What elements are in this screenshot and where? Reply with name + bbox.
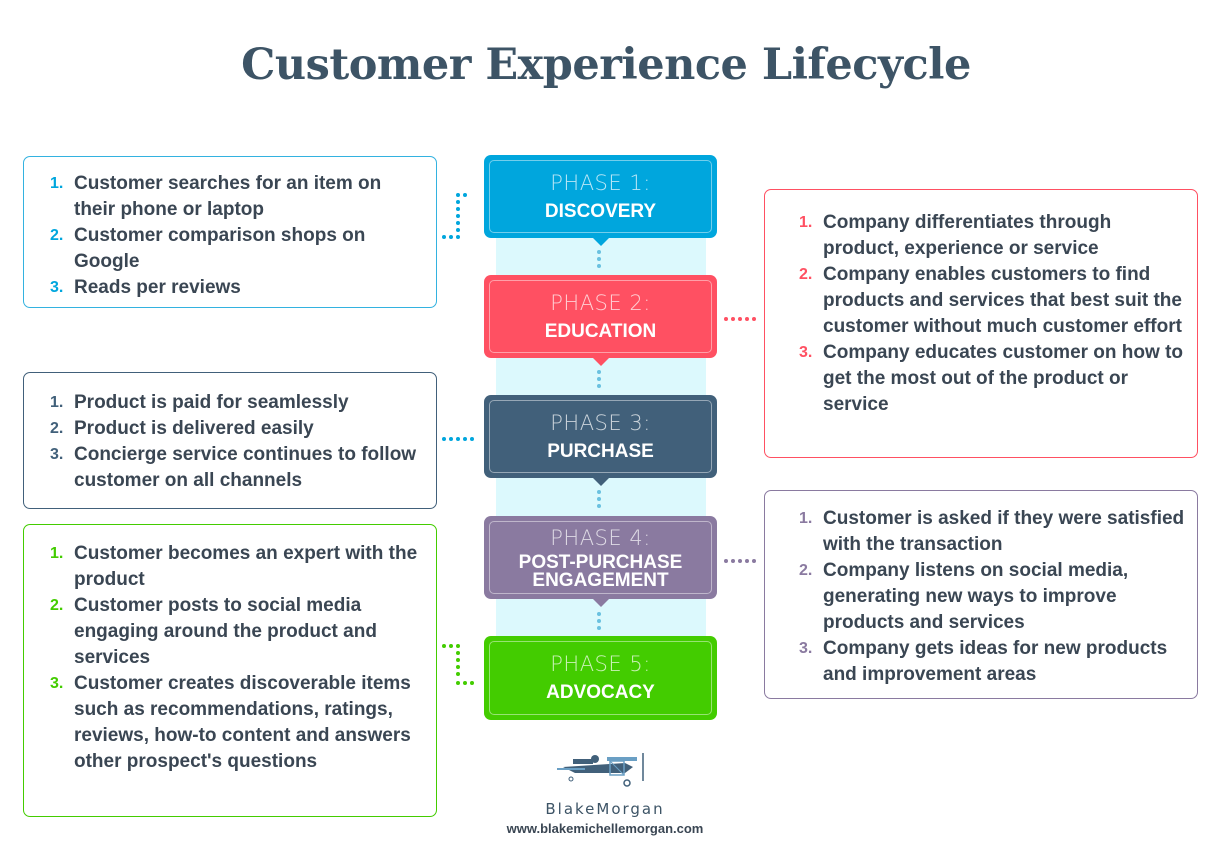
list-item: 2.Customer comparison shops on Google: [50, 225, 366, 272]
phase-name: PURCHASE: [547, 441, 654, 462]
brand-name: BlakeMorgan: [545, 800, 665, 818]
phase-number: PHASE 3:: [550, 411, 651, 435]
list-item: 1.Customer searches for an item on their…: [50, 173, 382, 220]
connector-dots: [597, 490, 601, 511]
phase-name-line2: ENGAGEMENT: [532, 570, 669, 591]
connector-dots: [597, 250, 601, 271]
list-item: 3.Concierge service continues to follow …: [50, 444, 417, 491]
list-item: 3.Company educates customer on how to ge…: [799, 342, 1183, 415]
phase-pointer: [591, 237, 610, 246]
list-item: 1.Product is paid for seamlessly: [50, 392, 349, 413]
connector-advocacy: [442, 644, 474, 685]
brand-logo: BlakeMorgan www.blakemichellemorgan.com: [500, 745, 710, 836]
biplane-icon: [557, 753, 644, 787]
phase-number: PHASE 1:: [550, 171, 651, 195]
connector-education: [724, 317, 756, 321]
card-post-purchase: 1.Customer is asked if they were satisfi…: [764, 490, 1198, 699]
phase-advocacy: PHASE 5: ADVOCACY: [484, 636, 717, 720]
list-item: 2.Customer posts to social media engagin…: [50, 595, 377, 668]
list-item: 3.Reads per reviews: [50, 277, 241, 298]
card-discovery: 1.Customer searches for an item on their…: [23, 156, 437, 308]
list-item: 2.Company enables customers to find prod…: [799, 264, 1182, 337]
connector-dots: [597, 370, 601, 391]
list-item: 3.Customer creates discoverable items su…: [50, 673, 411, 772]
phase-number: PHASE 2:: [550, 291, 651, 315]
list-item: 1.Customer becomes an expert with the pr…: [50, 543, 418, 590]
phase-number: PHASE 4:: [550, 526, 651, 550]
list-item: 1.Company differentiates through product…: [799, 212, 1112, 259]
connector-post-purchase: [724, 559, 756, 563]
phase-name-line1: POST-PURCHASE: [518, 552, 683, 573]
phase-purchase: PHASE 3: PURCHASE: [484, 395, 717, 486]
brand-url: www.blakemichellemorgan.com: [506, 821, 704, 836]
card-advocacy: 1.Customer becomes an expert with the pr…: [23, 524, 437, 817]
phase-post-purchase: PHASE 4: POST-PURCHASE ENGAGEMENT: [484, 516, 717, 607]
card-purchase: 1.Product is paid for seamlessly 2.Produ…: [23, 372, 437, 509]
connector-purchase: [442, 437, 474, 441]
phase-name: ADVOCACY: [546, 682, 655, 703]
list-item: 1.Customer is asked if they were satisfi…: [799, 508, 1185, 555]
phase-discovery: PHASE 1: DISCOVERY: [484, 155, 717, 246]
phase-name: DISCOVERY: [544, 201, 657, 222]
connector-dots: [597, 612, 601, 633]
phase-pointer: [591, 357, 610, 366]
phase-pointer: [591, 598, 610, 607]
list-item: 2.Product is delivered easily: [50, 418, 314, 439]
list-item: 2.Company listens on social media, gener…: [799, 560, 1129, 633]
card-education: 1.Company differentiates through product…: [764, 189, 1198, 458]
connector-discovery: [442, 193, 467, 239]
phase-pointer: [591, 477, 610, 486]
phase-education: PHASE 2: EDUCATION: [484, 275, 717, 366]
phase-number: PHASE 5:: [550, 652, 651, 676]
phase-name: EDUCATION: [544, 321, 657, 342]
page-title: Customer Experience Lifecycle: [241, 40, 971, 90]
list-item: 3.Company gets ideas for new products an…: [799, 638, 1168, 685]
